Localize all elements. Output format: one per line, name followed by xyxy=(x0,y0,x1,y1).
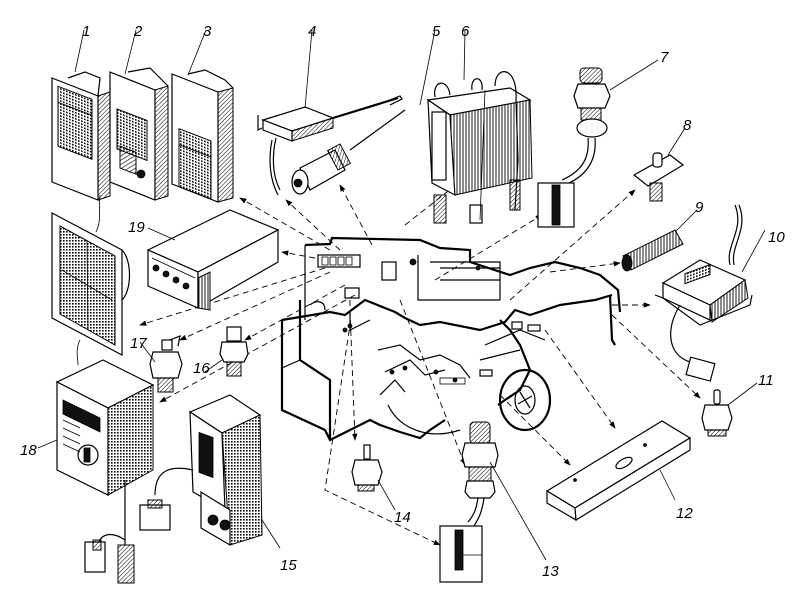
callout-15: 15 xyxy=(280,557,297,574)
callout-7: 7 xyxy=(660,49,669,66)
callout-11: 11 xyxy=(758,372,774,389)
part-6-control-unit xyxy=(426,71,533,224)
part-17-temperature-sender xyxy=(149,335,183,393)
part-4-sensor-module xyxy=(257,95,403,196)
part-13-temperature-sensor xyxy=(439,421,499,583)
callout-6: 6 xyxy=(461,23,470,40)
large-gauge-panel xyxy=(51,212,131,366)
callout-1: 1 xyxy=(82,23,90,40)
part-1-gauge-panel xyxy=(51,71,111,201)
callout-5: 5 xyxy=(432,23,441,40)
part-8-push-button-switch xyxy=(632,152,685,202)
callout-18: 18 xyxy=(20,442,37,459)
part-12-mounting-bar xyxy=(545,420,692,522)
callout-4: 4 xyxy=(308,23,316,40)
part-2-gauge-panel xyxy=(109,67,169,201)
callout-13: 13 xyxy=(542,563,559,580)
callout-2: 2 xyxy=(133,23,143,40)
part-11-pressure-switch xyxy=(701,389,733,437)
panel-wire xyxy=(95,194,101,233)
callout-3: 3 xyxy=(203,23,212,40)
callout-leaders xyxy=(37,29,766,561)
callout-19: 19 xyxy=(128,219,145,236)
callout-9: 9 xyxy=(695,199,704,216)
callout-8: 8 xyxy=(683,117,692,134)
part-3-gauge-panel xyxy=(171,69,234,203)
part-16-oil-pressure-sensor xyxy=(219,326,249,377)
part-14-switch-sensor xyxy=(351,444,383,492)
part-18-display-gauge xyxy=(55,359,155,584)
callout-16: 16 xyxy=(193,360,210,377)
callout-labels: 1 2 3 4 5 6 7 8 9 10 11 12 13 14 15 16 1… xyxy=(20,23,785,580)
callout-17: 17 xyxy=(130,335,147,352)
callout-12: 12 xyxy=(676,505,693,522)
callout-14: 14 xyxy=(394,509,411,526)
callout-10: 10 xyxy=(768,229,785,246)
part-7-threaded-sensor xyxy=(537,67,611,228)
part-9-capacitor xyxy=(621,229,684,272)
part-19-radio-panel xyxy=(146,209,280,311)
vehicle-chassis xyxy=(280,236,622,442)
part-5-speed-sensor xyxy=(291,109,406,195)
part-15-indicator-unit xyxy=(139,394,263,547)
part-10-regulator-box xyxy=(654,204,753,382)
